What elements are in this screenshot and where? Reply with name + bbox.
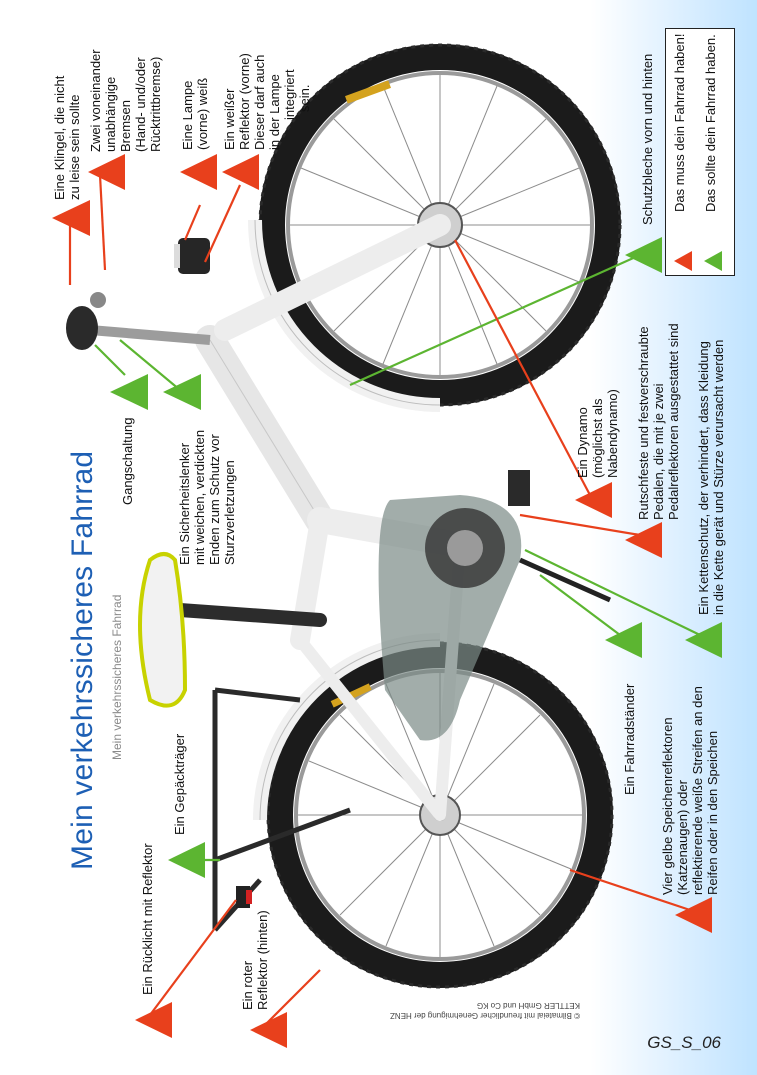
marker-dynamo (575, 482, 612, 518)
legend-should-icon (704, 251, 722, 271)
marker-schutzbleche (625, 237, 662, 273)
chain-guard (378, 470, 612, 741)
marker-lampe (180, 154, 217, 190)
marker-klingel (52, 200, 90, 236)
marker-fahrradstaender (605, 622, 642, 658)
marker-gepaecktraeger (168, 842, 205, 878)
label-kettenschutz: Ein Kettenschutz, der verhindert, dass K… (696, 339, 726, 615)
label-gangschaltung: Gangschaltung (120, 417, 135, 505)
legend (665, 28, 735, 276)
marker-triangles (52, 154, 722, 1048)
marker-pedalen (625, 522, 662, 558)
legend-must-label: Das muss dein Fahrrad haben! (672, 33, 687, 212)
marker-kettenschutz (685, 622, 722, 658)
marker-gangschaltung (110, 374, 148, 410)
legend-should-label: Das sollte dein Fahrrad haben. (703, 34, 718, 212)
label-ruecklicht: Ein Rücklicht mit Reflektor (140, 843, 155, 995)
label-lampe: Eine Lampe(vorne) weiß (180, 77, 210, 150)
marker-reflektor-vorne (222, 154, 259, 190)
legend-must-icon (674, 251, 692, 271)
label-fahrradstaender: Ein Fahrradständer (622, 683, 637, 795)
label-speichen: Vier gelbe Speichenreflektoren(Katzenaug… (660, 686, 720, 895)
page-subtitle: Mein verkehrssicheres Fahrrad (110, 594, 124, 760)
marker-roter-reflektor (250, 1012, 287, 1048)
bicycle-frame (173, 214, 473, 821)
label-schutzbleche: Schutzbleche vorn und hinten (640, 53, 655, 225)
marker-speichen (675, 897, 712, 933)
page-title: Mein verkehrssicheres Fahrrad (66, 450, 99, 870)
marker-bremsen (88, 154, 125, 190)
saddle (138, 552, 188, 708)
front-lamp (174, 238, 210, 274)
marker-sicherheitslenker (163, 374, 201, 410)
rear-reflector (246, 890, 252, 904)
label-gepaecktraeger: Ein Gepäckträger (172, 733, 187, 835)
marker-ruecklicht (135, 1002, 172, 1038)
handlebar (66, 292, 211, 350)
copyright: © Bilmateial mit freundlicher Genehmigun… (390, 1001, 580, 1020)
page-code: GS_S_06 (647, 1033, 721, 1052)
